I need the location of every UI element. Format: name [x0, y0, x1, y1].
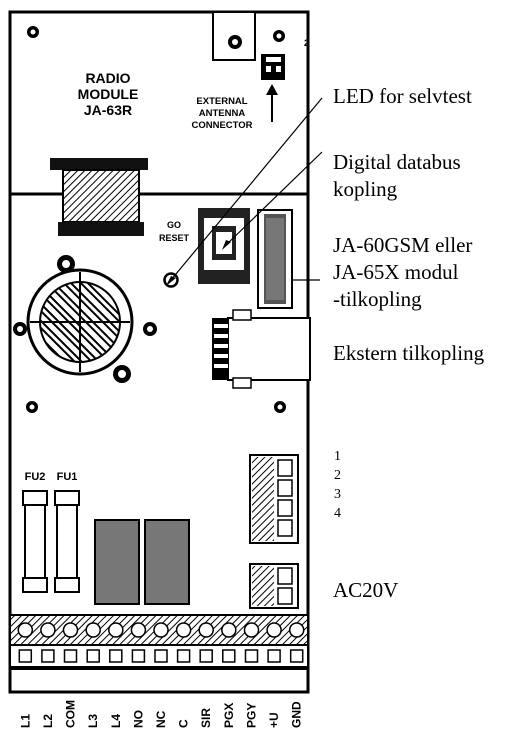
go-label: GO	[167, 220, 181, 230]
terminal-label: PGY	[245, 703, 259, 728]
mounting-screw-icon	[27, 26, 39, 38]
ribbon-cable-icon	[50, 158, 148, 170]
terminal-cell	[109, 649, 123, 663]
callout-gsm-2: JA-65X modul	[333, 260, 459, 284]
terminal-cell	[244, 649, 259, 663]
terminal-number-2: 2	[334, 468, 341, 483]
terminal-cell	[289, 649, 304, 663]
heatsink-icon	[13, 255, 157, 383]
reset-label: RESET	[159, 233, 190, 243]
callout-databus-2: kopling	[333, 177, 398, 201]
terminal-label: NO	[131, 710, 145, 728]
terminal-cell	[41, 649, 55, 663]
terminal-label: L2	[41, 714, 55, 728]
antenna-label-1: EXTERNAL	[196, 96, 247, 107]
terminal-label: C	[177, 719, 191, 728]
callout-led: LED for selvtest	[333, 84, 472, 108]
terminal-screw-icon	[62, 622, 79, 638]
terminal-label: L1	[18, 714, 32, 728]
terminal-cell	[176, 649, 191, 663]
terminal-label: NC	[154, 710, 168, 728]
terminal-screw-icon	[108, 622, 124, 638]
screw-terminal-block-icon	[249, 454, 299, 544]
callout-ac: AC20V	[333, 578, 399, 602]
arrow-up-icon	[266, 84, 278, 122]
terminal-screw-icon	[40, 622, 56, 638]
mounting-screw-icon	[26, 401, 38, 413]
fuse-icon	[54, 490, 80, 593]
fuse-label-fu1: FU1	[57, 471, 78, 483]
terminal-label: L3	[86, 714, 100, 728]
mounting-screw-icon	[228, 35, 242, 49]
terminal-cell	[154, 649, 168, 663]
radio-module-label-1: RADIO	[85, 70, 130, 86]
terminal-cell	[63, 649, 78, 663]
antenna-label-3: CONNECTOR	[191, 120, 252, 131]
terminal-screw-icon	[198, 622, 214, 638]
leader-lines	[166, 97, 323, 286]
terminal-label: PGX	[222, 703, 236, 728]
terminal-number-1: 1	[334, 449, 341, 464]
terminal-label: +U	[267, 712, 281, 728]
terminal-number-3: 3	[334, 487, 341, 502]
ac-terminal-block-icon	[249, 563, 299, 609]
terminal-cell	[199, 649, 213, 663]
terminal-cell	[222, 649, 236, 663]
fuse-icon	[22, 490, 48, 593]
terminal-label: COM	[64, 700, 78, 728]
callout-gsm-3: -tilkopling	[333, 287, 422, 311]
terminal-screw-icon	[243, 622, 260, 638]
external-connector-icon	[212, 309, 311, 389]
terminal-cell	[131, 649, 146, 663]
callout-gsm-1: JA-60GSM eller	[333, 233, 473, 257]
terminal-screw-icon	[153, 622, 169, 638]
mounting-screw-icon	[274, 401, 286, 413]
radio-module-label-2: MODULE	[78, 86, 139, 102]
terminal-screw-icon	[221, 622, 237, 638]
terminal-number-4: 4	[334, 506, 341, 521]
relay-icon	[144, 519, 190, 605]
terminal-screw-icon	[266, 622, 282, 638]
terminal-label: SIR	[199, 708, 213, 728]
edge-glyph: 2	[304, 38, 309, 48]
relay-icon	[94, 519, 140, 605]
terminal-screw-icon	[175, 622, 192, 638]
callout-external: Ekstern tilkopling	[333, 341, 485, 365]
radio-module-label-3: JA-63R	[84, 102, 132, 118]
terminal-screw-icon	[85, 622, 101, 638]
callout-databus-1: Digital databus	[333, 150, 461, 174]
terminal-screw-icon	[17, 622, 34, 638]
terminal-screw-icon	[130, 622, 147, 638]
terminal-cell	[267, 649, 281, 663]
antenna-label-2: ANTENNA	[199, 108, 246, 119]
terminal-screw-icon	[288, 622, 305, 638]
mounting-screw-icon	[273, 30, 285, 42]
terminal-cell	[18, 649, 33, 663]
terminal-label: L4	[109, 714, 123, 728]
fuse-label-fu2: FU2	[25, 471, 46, 483]
terminal-label: GND	[290, 701, 304, 728]
terminal-cell	[86, 649, 100, 663]
